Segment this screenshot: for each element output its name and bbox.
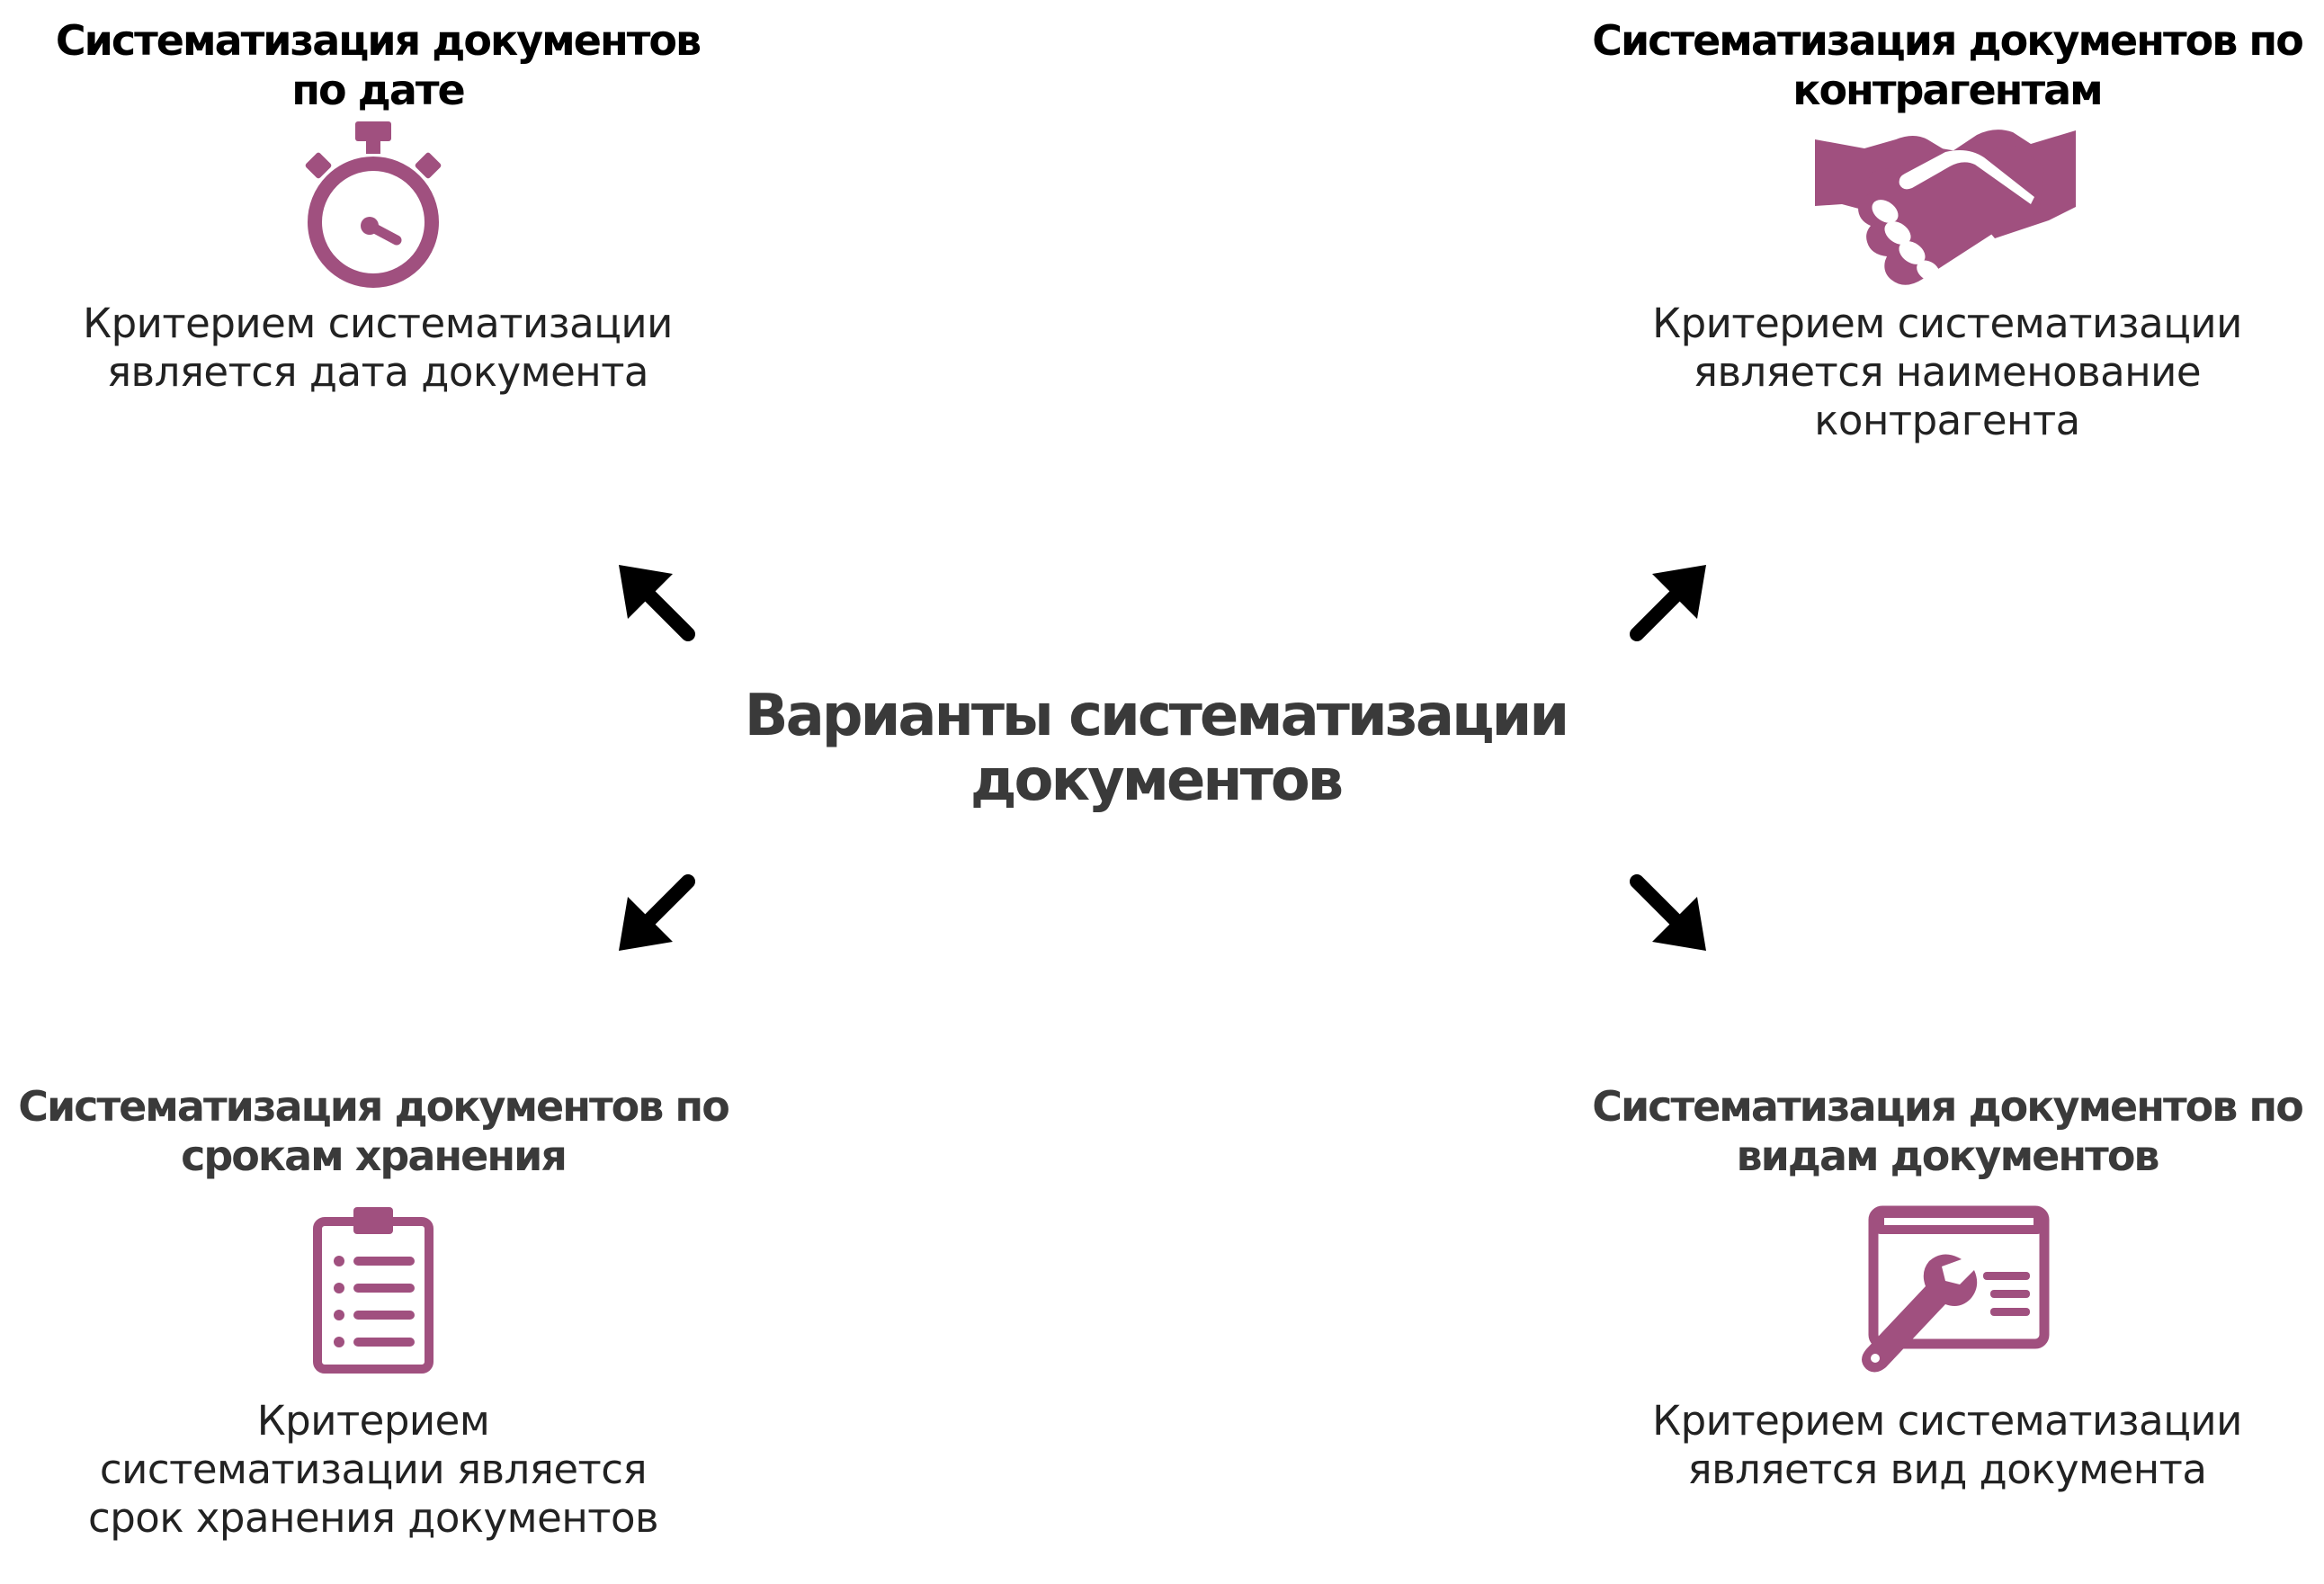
- block-description: Критерием систематизации является срок х…: [18, 1397, 728, 1543]
- arrow-up-left-icon: [612, 558, 702, 651]
- stopwatch-icon: [301, 121, 445, 292]
- block-description: Критерием систематизации является наимен…: [1592, 300, 2302, 445]
- block-title: Систематизация документов по контрагента…: [1592, 16, 2304, 115]
- title-line: видам документов: [1736, 1132, 2159, 1180]
- arrow-down-right-icon: [1623, 868, 1713, 962]
- title-line: Систематизация документов: [55, 16, 702, 65]
- block-by-storage-term-desc: Критерием систематизации является срок х…: [18, 1397, 728, 1543]
- desc-line: Критерием: [256, 1397, 490, 1445]
- title-line: Систематизация документов по: [1592, 16, 2304, 65]
- desc-line: систематизации является: [99, 1445, 648, 1493]
- center-title-line: документов: [970, 747, 1344, 814]
- desc-line: является наименование: [1693, 348, 2202, 396]
- block-by-date: Систематизация документов по дате: [36, 16, 720, 115]
- block-title: Систематизация документов по срокам хран…: [18, 1082, 730, 1181]
- block-by-doc-type: Систематизация документов по видам докум…: [1592, 1082, 2304, 1181]
- title-line: срокам хранения: [181, 1132, 568, 1180]
- desc-line: Критерием систематизации: [1652, 300, 2242, 347]
- block-by-counterparty: Систематизация документов по контрагента…: [1592, 16, 2304, 115]
- clipboard-icon: [310, 1205, 436, 1376]
- block-by-doc-type-desc: Критерием систематизации является вид до…: [1592, 1397, 2302, 1494]
- handshake-icon: [1815, 121, 2076, 292]
- center-title-line: Варианты систематизации: [744, 683, 1569, 749]
- title-line: по дате: [291, 66, 465, 114]
- arrow-down-left-icon: [612, 868, 702, 962]
- center-title: Варианты систематизации документов: [737, 684, 1574, 813]
- desc-line: срок хранения документов: [87, 1494, 659, 1542]
- block-title: Систематизация документов по дате: [36, 16, 720, 115]
- title-line: Систематизация документов по: [1592, 1082, 2304, 1131]
- block-by-date-desc: Критерием систематизации является дата д…: [36, 300, 720, 397]
- desc-line: Критерием систематизации: [1652, 1397, 2242, 1445]
- title-line: контрагентам: [1792, 66, 2104, 114]
- desc-line: является вид документа: [1687, 1445, 2207, 1493]
- desc-line: является дата документа: [106, 348, 649, 396]
- window-wrench-icon: [1848, 1205, 2051, 1385]
- block-by-counterparty-desc: Критерием систематизации является наимен…: [1592, 300, 2302, 445]
- block-by-storage-term: Систематизация документов по срокам хран…: [18, 1082, 730, 1181]
- block-title: Систематизация документов по видам докум…: [1592, 1082, 2304, 1181]
- desc-line: контрагента: [1814, 397, 2080, 444]
- arrow-up-right-icon: [1623, 558, 1713, 651]
- title-line: Систематизация документов по: [18, 1082, 730, 1131]
- block-description: Критерием систематизации является вид до…: [1592, 1397, 2302, 1494]
- block-description: Критерием систематизации является дата д…: [36, 300, 720, 397]
- desc-line: Критерием систематизации: [83, 300, 673, 347]
